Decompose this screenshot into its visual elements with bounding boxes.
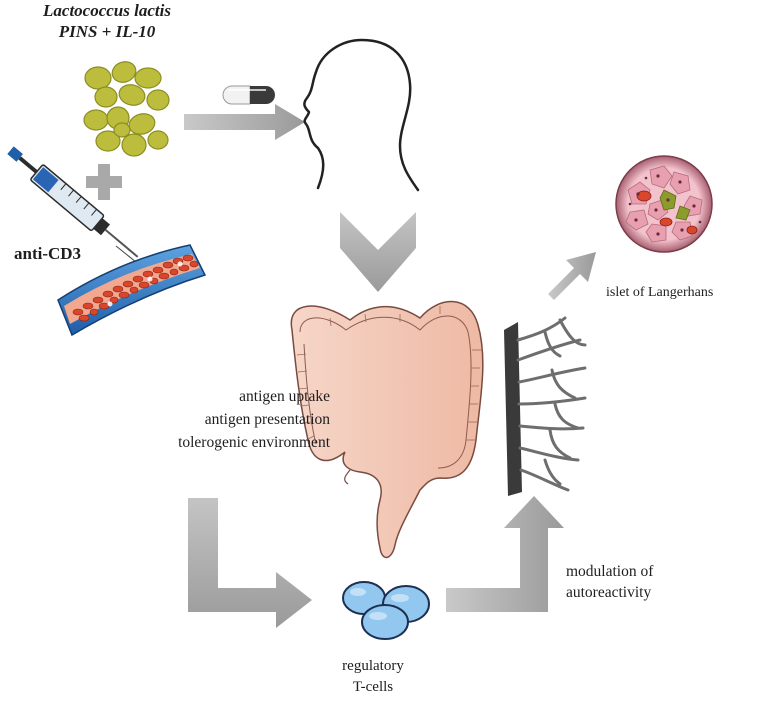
islet-icon <box>615 155 713 253</box>
anti-cd3-label: anti-CD3 <box>14 244 82 263</box>
mechanism-line-2: antigen presentation <box>204 411 330 428</box>
arrow-to-islet <box>548 252 596 300</box>
arrow-to-tregs <box>188 498 312 628</box>
construct-label: PINS + IL-10 <box>58 22 156 41</box>
human-head-icon <box>303 38 420 192</box>
modulation-line-2: autoreactivity <box>566 584 652 601</box>
bacterium-title: Lactococcus lactis PINS + IL-10 <box>22 0 192 42</box>
mechanism-labels: antigen uptake antigen presentation tole… <box>130 385 330 454</box>
syringe-icon <box>7 146 139 258</box>
blood-vessel-icon <box>57 244 207 337</box>
vasculature-icon <box>504 316 587 496</box>
plus-icon <box>86 164 122 200</box>
arrow-down-chevron <box>340 212 416 292</box>
modulation-line-1: modulation of <box>566 563 654 580</box>
islet-label: islet of Langerhans <box>606 285 714 300</box>
bacterium-name: Lactococcus lactis <box>43 1 171 20</box>
mechanism-line-1: antigen uptake <box>239 388 330 405</box>
arrow-to-head <box>184 104 305 140</box>
treg-line-1: regulatory <box>342 658 404 674</box>
bacteria-cluster-icon <box>83 61 170 157</box>
mechanism-line-3: tolerogenic environment <box>178 434 330 451</box>
colon-icon <box>290 300 484 559</box>
capsule-icon <box>222 85 275 105</box>
modulation-label: modulation of autoreactivity <box>566 561 653 603</box>
arrow-from-tregs <box>446 496 564 612</box>
treg-line-2: T-cells <box>352 679 394 695</box>
treg-cells-icon <box>342 581 430 640</box>
treg-label: regulatory T-cells <box>318 656 428 698</box>
